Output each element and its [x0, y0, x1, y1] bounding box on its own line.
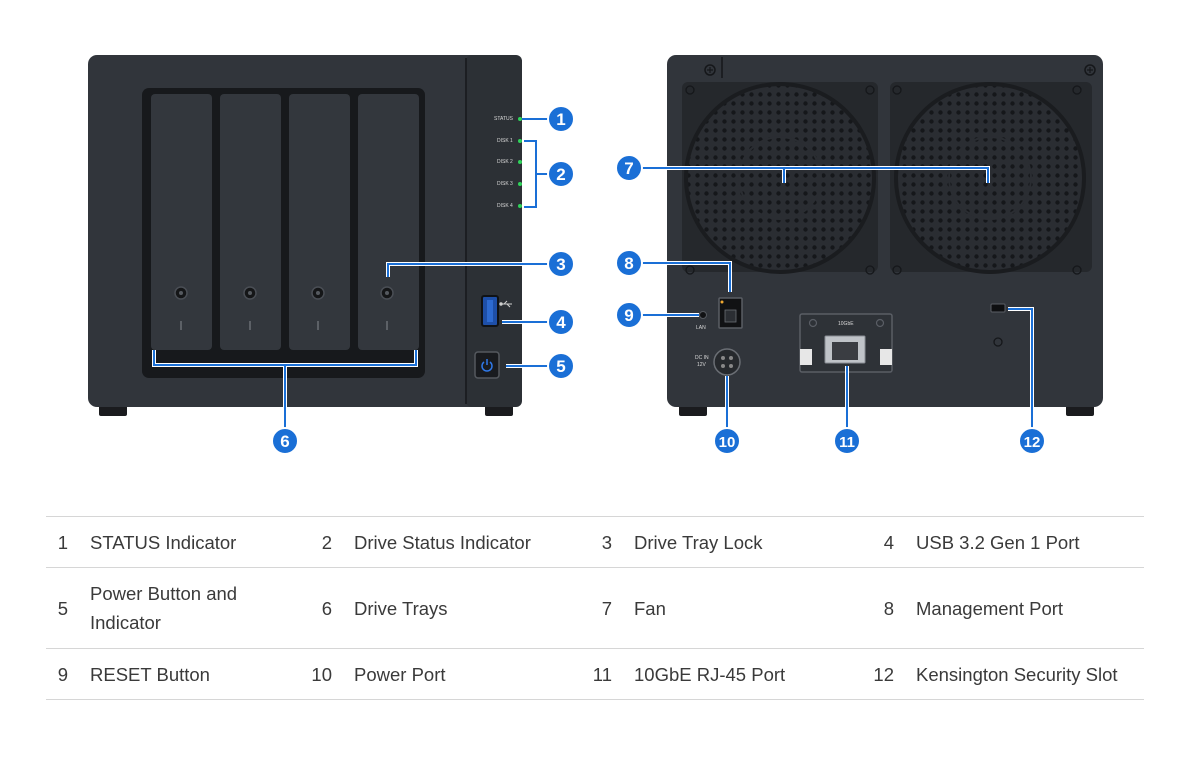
lan-label: LAN [696, 325, 706, 331]
legend-row: 9 RESET Button 10 Power Port 11 10GbE RJ… [46, 648, 1144, 700]
legend-label: RESET Button [80, 648, 304, 700]
callout-number: 1 [556, 110, 565, 129]
reset-button[interactable] [699, 311, 707, 319]
legend-number: 1 [46, 516, 80, 568]
nas-diagram: STATUS DISK 1 DISK 2 DISK 3 DISK 4 [88, 55, 1103, 455]
callout-number: 5 [556, 357, 565, 376]
callout-number: 9 [624, 306, 633, 325]
callout-badge: 5 [547, 352, 575, 380]
legend-label: Power Port [344, 648, 584, 700]
status-led-label: STATUS [494, 116, 514, 122]
drive-tray [151, 94, 212, 350]
disk1-led-label: DISK 1 [497, 138, 513, 144]
legend-number: 4 [866, 516, 906, 568]
legend-label: Power Button and Indicator [80, 567, 304, 649]
legend-number: 3 [584, 516, 624, 568]
callout-badge: 7 [615, 154, 643, 182]
fan-icon [682, 82, 878, 274]
legend-table: 1 STATUS Indicator 2 Drive Status Indica… [46, 516, 1144, 700]
voltage-label: 12V [697, 362, 707, 368]
callout-number: 12 [1024, 434, 1041, 451]
legend-number: 11 [584, 648, 624, 700]
card-label: 10GbE [838, 321, 854, 327]
callout-badge: 10 [713, 427, 741, 455]
fan-icon [890, 82, 1092, 274]
callout-number: 3 [556, 255, 565, 274]
legend-label: Kensington Security Slot [906, 648, 1144, 700]
legend-label: 10GbE RJ-45 Port [624, 648, 866, 700]
callout-number: 4 [556, 313, 566, 332]
legend-number: 9 [46, 648, 80, 700]
disk4-led [518, 204, 522, 208]
disk1-led [518, 139, 522, 143]
dc-in-label: DC IN [695, 355, 709, 361]
power-port[interactable] [713, 348, 741, 376]
callout-badge: 4 [547, 308, 575, 336]
legend-number: 2 [304, 516, 344, 568]
status-led [518, 117, 522, 121]
callout-number: 2 [556, 165, 565, 184]
leader-lines [153, 118, 1033, 432]
legend-label: Management Port [906, 567, 1144, 649]
callout-number: 8 [624, 254, 633, 273]
legend-number: 12 [866, 648, 906, 700]
legend-number: 5 [46, 567, 80, 649]
usb-symbol-icon [499, 300, 512, 308]
callout-number: 10 [719, 434, 736, 451]
legend-label: USB 3.2 Gen 1 Port [906, 516, 1144, 568]
disk2-led [518, 160, 522, 164]
kensington-slot-icon[interactable] [990, 303, 1006, 313]
callout-badge: 9 [615, 301, 643, 329]
disk3-led [518, 182, 522, 186]
disk3-led-label: DISK 3 [497, 181, 513, 187]
legend-row: 1 STATUS Indicator 2 Drive Status Indica… [46, 516, 1144, 568]
power-icon [481, 359, 493, 372]
disk4-led-label: DISK 4 [497, 203, 513, 209]
legend-label: Drive Tray Lock [624, 516, 866, 568]
legend-number: 10 [304, 648, 344, 700]
callout-badge: 3 [547, 250, 575, 278]
legend-number: 6 [304, 567, 344, 649]
callout-number: 6 [280, 432, 289, 451]
drive-bay [142, 88, 425, 378]
front-chassis-side [466, 55, 522, 407]
drive-tray [220, 94, 281, 350]
legend-number: 8 [866, 567, 906, 649]
callout-number: 11 [839, 434, 855, 451]
legend-number: 7 [584, 567, 624, 649]
legend-label: Fan [624, 567, 866, 649]
callout-badge: 6 [271, 427, 299, 455]
callout-badge: 11 [833, 427, 861, 455]
legend-label: Drive Status Indicator [344, 516, 584, 568]
callout-badge: 8 [615, 249, 643, 277]
legend-label: STATUS Indicator [80, 516, 304, 568]
rear-view: LAN DC IN 12V 10GbE [667, 55, 1103, 416]
callout-badge: 2 [547, 160, 575, 188]
callout-number: 7 [624, 159, 633, 178]
drive-tray [358, 94, 419, 350]
disk2-led-label: DISK 2 [497, 159, 513, 165]
callout-badge: 12 [1018, 427, 1046, 455]
legend-label: Drive Trays [344, 567, 584, 649]
front-view: STATUS DISK 1 DISK 2 DISK 3 DISK 4 [88, 55, 522, 416]
drive-tray [289, 94, 350, 350]
legend-row: 5 Power Button and Indicator 6 Drive Tra… [46, 567, 1144, 649]
callout-badge: 1 [547, 105, 575, 133]
